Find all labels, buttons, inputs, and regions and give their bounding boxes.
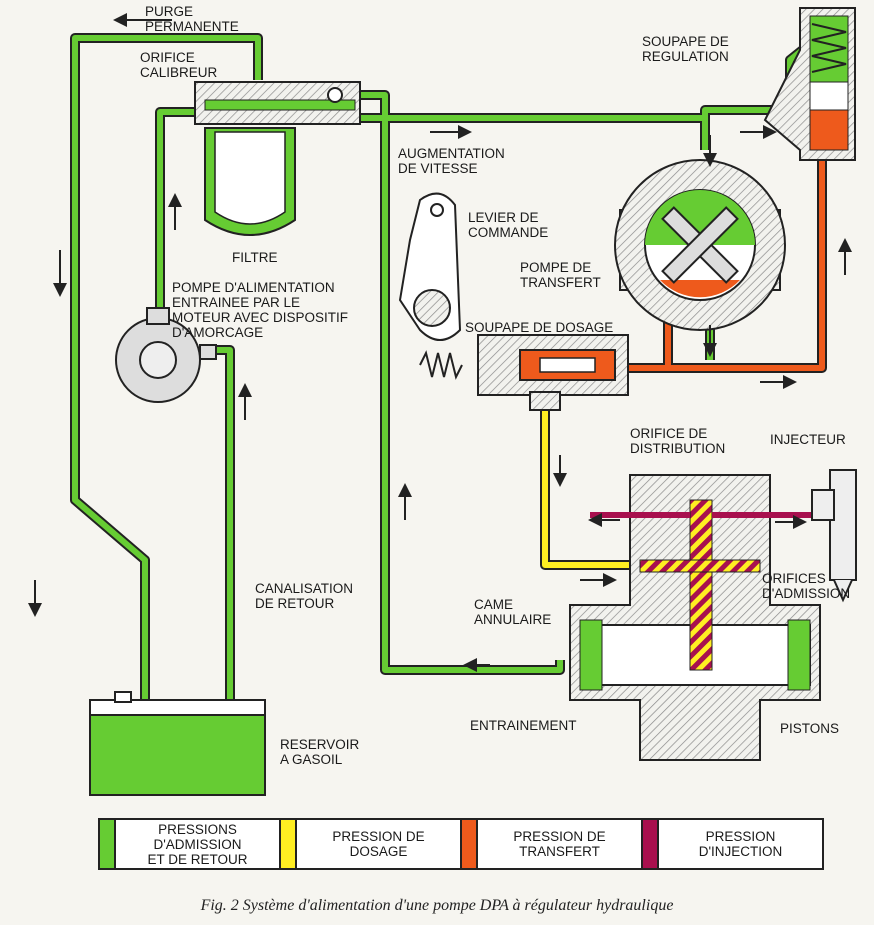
legend-text-transfer: PRESSION DE TRANSFERT — [513, 829, 606, 859]
legend-swatch-transfer — [462, 820, 478, 868]
legend-swatch-injection — [643, 820, 659, 868]
fuel-tank — [89, 691, 266, 796]
legend-swatch-admission — [100, 820, 116, 868]
filter-assembly — [194, 81, 361, 236]
lift-pump — [115, 307, 217, 403]
flow-arrows — [28, 13, 852, 672]
label-entrainement: ENTRAINEMENT — [470, 718, 577, 733]
legend-item-injection: PRESSION D'INJECTION — [643, 820, 822, 868]
legend-text-injection: PRESSION D'INJECTION — [698, 829, 783, 859]
label-soupape-dosage: SOUPAPE DE DOSAGE — [465, 320, 613, 335]
legend-text-admission: PRESSIONS D'ADMISSION ET DE RETOUR — [147, 821, 248, 867]
legend-item-admission: PRESSIONS D'ADMISSION ET DE RETOUR — [100, 820, 281, 868]
legend-item-dosage: PRESSION DE DOSAGE — [281, 820, 462, 868]
legend-text-dosage: PRESSION DE DOSAGE — [332, 829, 425, 859]
label-injecteur: INJECTEUR — [770, 432, 846, 447]
legend-item-transfer: PRESSION DE TRANSFERT — [462, 820, 643, 868]
label-filtre: FILTRE — [232, 250, 278, 265]
legend-swatch-dosage — [281, 820, 297, 868]
figure-caption: Fig. 2 Système d'alimentation d'une pomp… — [200, 897, 674, 914]
label-pistons: PISTONS — [780, 721, 839, 736]
transfer-pump — [614, 159, 786, 331]
control-lever — [398, 192, 463, 380]
injector — [811, 469, 857, 603]
regulation-valve — [763, 7, 856, 161]
pump-body — [569, 474, 821, 761]
dosage-valve — [477, 334, 629, 411]
legend: PRESSIONS D'ADMISSION ET DE RETOUR PRESS… — [98, 818, 824, 870]
